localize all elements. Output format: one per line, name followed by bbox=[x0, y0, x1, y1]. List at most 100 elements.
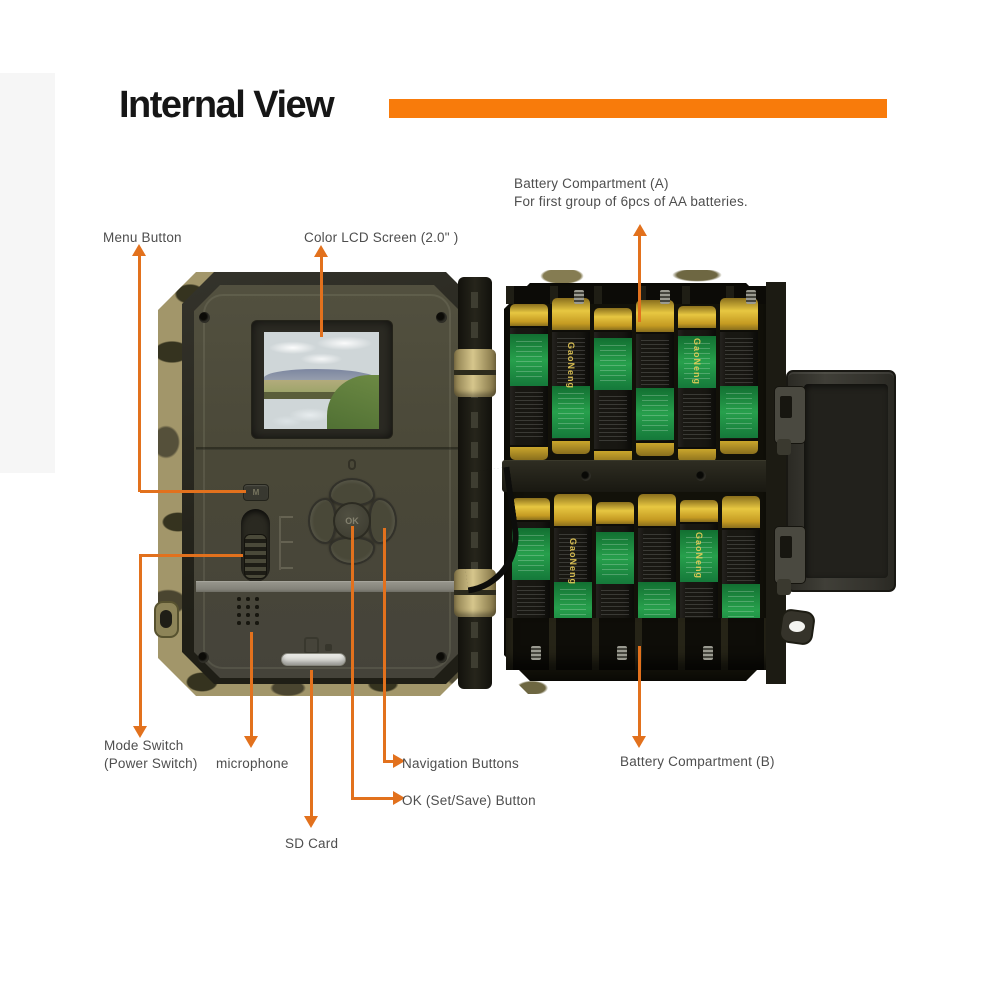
door-latch bbox=[774, 526, 806, 595]
battery-brand-text: GaoNeng bbox=[568, 538, 578, 586]
battery-label-text bbox=[684, 343, 710, 381]
battery-top-cap bbox=[680, 500, 718, 524]
screw-icon bbox=[199, 312, 210, 323]
battery-top-cap bbox=[638, 494, 676, 528]
battery-spring bbox=[746, 290, 756, 304]
battery-label-text bbox=[559, 534, 587, 580]
battery-green-band bbox=[594, 338, 632, 390]
battery-bottom-cap bbox=[678, 447, 716, 462]
label-battery-a-line2: For first group of 6pcs of AA batteries. bbox=[514, 193, 748, 209]
battery-brand-text: GaoNeng bbox=[694, 532, 704, 580]
battery-label-text bbox=[558, 393, 584, 431]
battery-green-band bbox=[512, 528, 550, 580]
battery-label-text bbox=[726, 393, 752, 431]
screw-icon bbox=[198, 652, 209, 663]
screw-icon bbox=[581, 471, 591, 481]
battery-green-band bbox=[552, 386, 590, 438]
battery-spring bbox=[703, 646, 713, 660]
door-latch bbox=[774, 386, 806, 455]
microphone-hole bbox=[255, 605, 259, 609]
battery-green-band bbox=[680, 530, 718, 582]
mode-tick bbox=[281, 541, 293, 543]
microphone-hole bbox=[246, 597, 250, 601]
aa-battery: GaoNeng bbox=[678, 306, 716, 462]
battery-top-cap bbox=[596, 502, 634, 526]
microphone-hole bbox=[237, 621, 241, 625]
battery-green-band bbox=[510, 334, 548, 386]
battery-green-band bbox=[596, 532, 634, 584]
label-ok-button: OK (Set/Save) Button bbox=[402, 793, 536, 808]
label-microphone: microphone bbox=[216, 756, 289, 771]
battery-label-text bbox=[518, 535, 544, 573]
battery-top-cap bbox=[636, 300, 674, 334]
menu-button-glyph: M bbox=[252, 488, 260, 497]
battery-label-text bbox=[516, 341, 542, 379]
aa-battery: GaoNeng bbox=[552, 298, 590, 454]
mode-tick bbox=[281, 516, 293, 518]
battery-spring bbox=[531, 646, 541, 660]
battery-top-cap bbox=[594, 308, 632, 332]
mic-glyph-icon bbox=[348, 459, 356, 470]
battery-bottom-cap bbox=[510, 445, 548, 460]
battery-label-text bbox=[557, 338, 585, 384]
battery-brand-text: GaoNeng bbox=[566, 342, 576, 390]
battery-spring bbox=[617, 646, 627, 660]
lcd-screen bbox=[264, 332, 379, 429]
battery-brand-text: GaoNeng bbox=[692, 338, 702, 386]
aa-battery bbox=[594, 308, 632, 464]
mode-switch-knob bbox=[244, 534, 267, 579]
sd-card-slot bbox=[281, 653, 346, 666]
label-navigation-buttons: Navigation Buttons bbox=[402, 756, 519, 771]
battery-green-band bbox=[678, 336, 716, 388]
battery-green-band bbox=[636, 388, 674, 440]
microphone-hole bbox=[237, 605, 241, 609]
microphone-holes bbox=[237, 597, 264, 629]
battery-label-text bbox=[600, 345, 626, 383]
battery-bottom-cap bbox=[552, 439, 590, 454]
battery-top-cap bbox=[510, 304, 548, 328]
label-menu-button: Menu Button bbox=[103, 230, 182, 245]
aa-battery bbox=[636, 300, 674, 456]
microphone-hole bbox=[246, 613, 250, 617]
hinge-slots bbox=[471, 292, 478, 672]
battery-top-cap bbox=[722, 496, 760, 530]
battery-label-text bbox=[727, 536, 755, 582]
battery-door-panel bbox=[804, 384, 888, 578]
battery-label-text bbox=[641, 340, 669, 386]
ok-button-glyph: OK bbox=[345, 516, 359, 526]
battery-label-text bbox=[642, 395, 668, 433]
label-battery-a-line1: Battery Compartment (A) bbox=[514, 176, 669, 191]
screw-icon bbox=[436, 312, 447, 323]
battery-top-cap bbox=[512, 498, 550, 522]
screw-icon bbox=[696, 471, 706, 481]
label-mode-switch-line2: (Power Switch) bbox=[104, 755, 198, 771]
microphone-hole bbox=[246, 621, 250, 625]
battery-green-band bbox=[720, 386, 758, 438]
battery-spring bbox=[660, 290, 670, 304]
battery-label-text bbox=[725, 338, 753, 384]
microphone-hole bbox=[237, 597, 241, 601]
page-title: Internal View bbox=[119, 84, 335, 126]
battery-label-text bbox=[683, 394, 711, 440]
strap-lug bbox=[154, 601, 179, 638]
microphone-hole bbox=[255, 613, 259, 617]
case-lug-hole bbox=[789, 621, 805, 632]
mode-tick bbox=[281, 567, 293, 569]
mode-switch-markings bbox=[279, 516, 281, 570]
microphone-hole bbox=[237, 613, 241, 617]
lcd-treeline bbox=[264, 392, 379, 399]
battery-top-cap bbox=[554, 494, 592, 528]
battery-label-text bbox=[515, 392, 543, 438]
microphone-hole bbox=[246, 605, 250, 609]
battery-compartment-a: GaoNeng GaoNeng bbox=[510, 298, 768, 466]
label-lcd-screen: Color LCD Screen (2.0" ) bbox=[304, 230, 459, 245]
title-accent-bar bbox=[389, 99, 887, 118]
nav-left-button bbox=[308, 498, 336, 544]
hinge-knuckle bbox=[454, 349, 496, 397]
panel-stripe bbox=[196, 581, 458, 592]
screw-icon bbox=[436, 652, 447, 663]
aa-battery bbox=[720, 298, 758, 454]
sd-card-icon bbox=[304, 637, 319, 654]
label-mode-switch-line1: Mode Switch bbox=[104, 738, 184, 753]
aa-battery bbox=[510, 304, 548, 460]
